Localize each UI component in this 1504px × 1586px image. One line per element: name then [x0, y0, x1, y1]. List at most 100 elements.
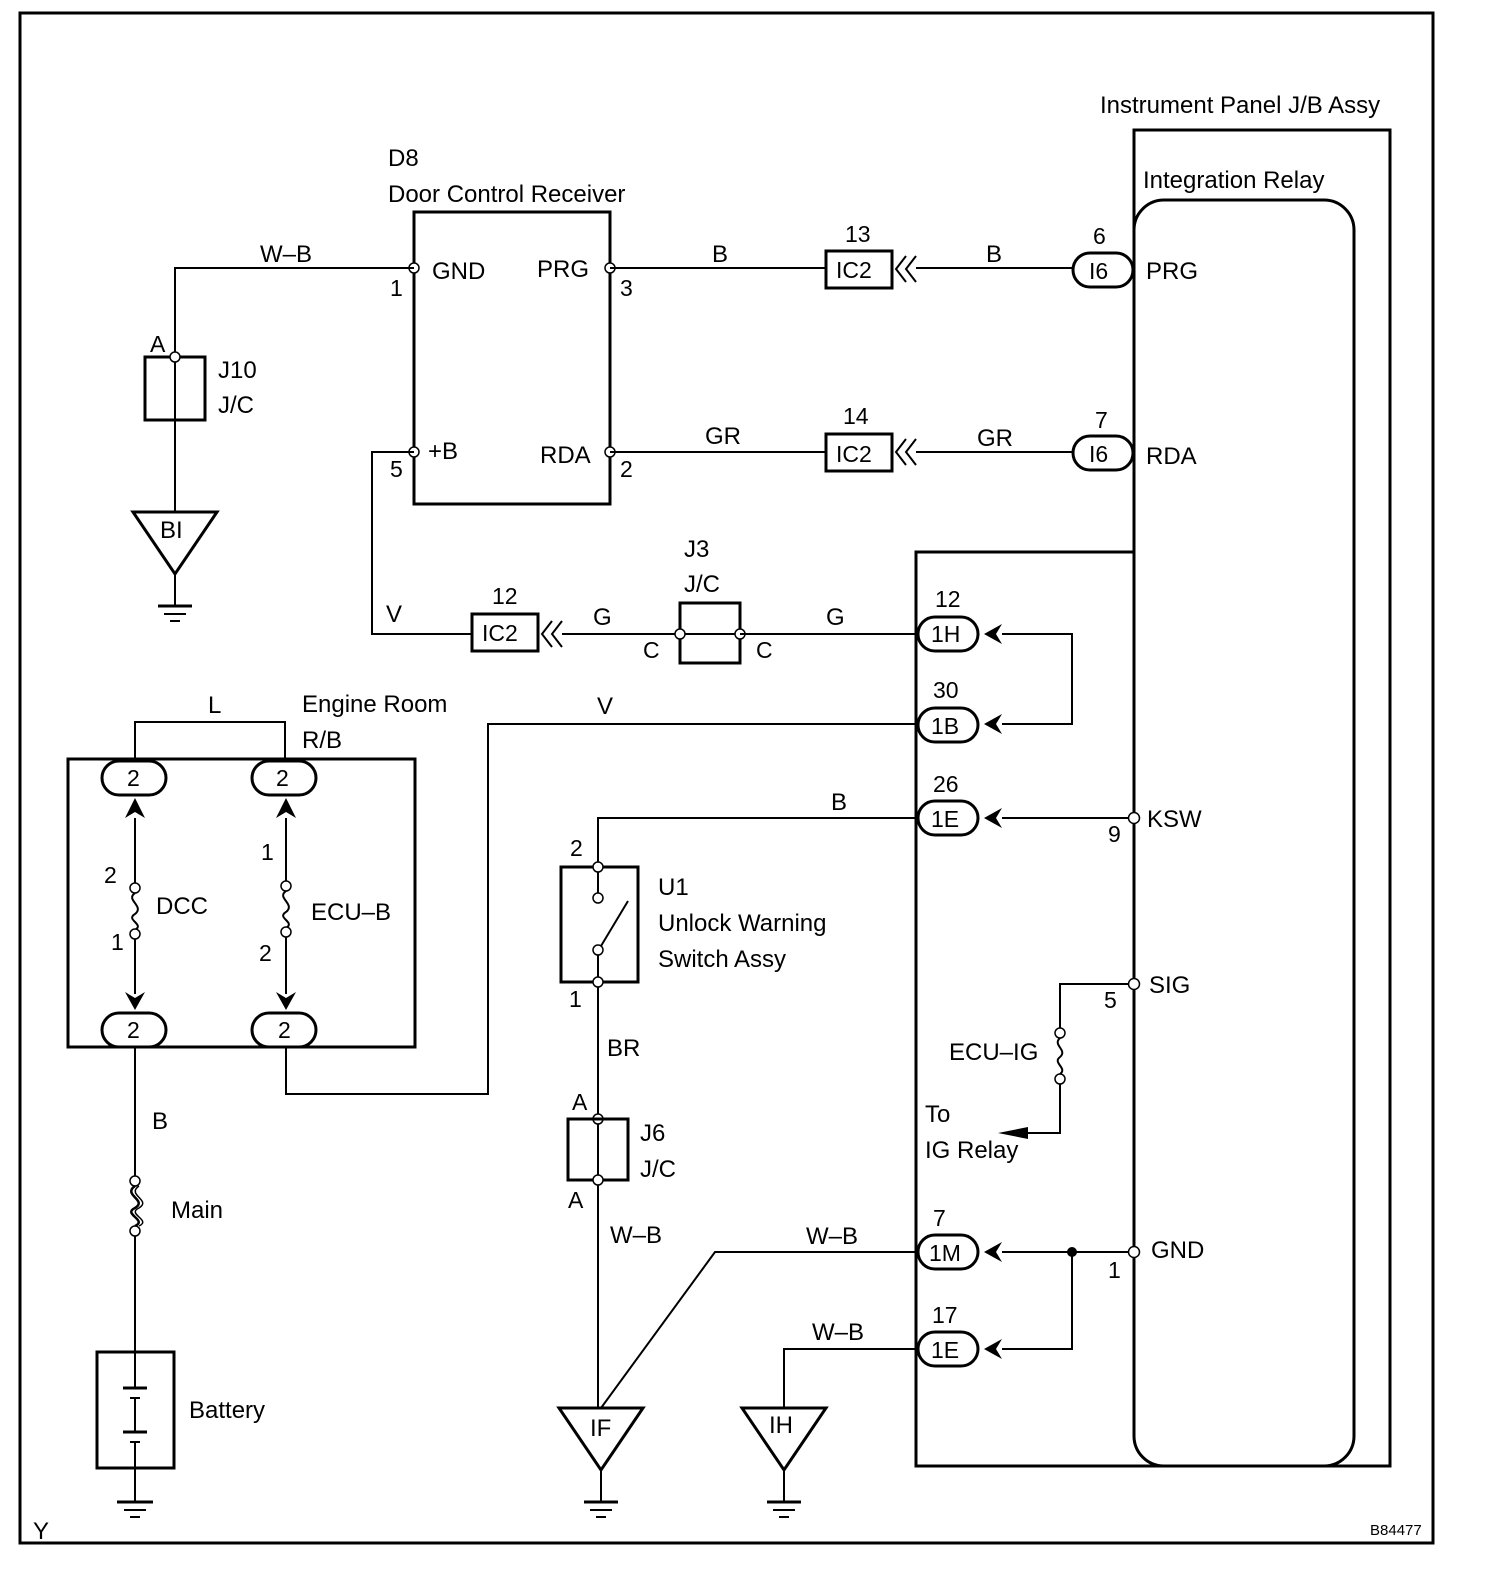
rb-line1: Engine Room [302, 691, 447, 718]
ground-bi: BI [130, 510, 220, 622]
j6-pin-top: A [572, 1089, 588, 1115]
j3-type: J/C [684, 571, 720, 598]
j6-type: J/C [640, 1156, 676, 1183]
j10-type: J/C [218, 392, 254, 419]
rb-tl: 2 [127, 765, 140, 791]
c1e: 1E [931, 806, 959, 832]
ksw-circuit: 26 1E B 2 1 U1 Unlock Warning Switch Ass… [559, 771, 1129, 1408]
fuse-main: Main [171, 1197, 223, 1224]
dcc-pin-bot: 1 [111, 929, 124, 955]
dcc-pin-top: 2 [104, 862, 117, 888]
d8-name: Door Control Receiver [388, 181, 625, 208]
fuse-dcc: DCC [156, 893, 208, 920]
rb-tr: 2 [276, 765, 289, 791]
wire-rb-to-1b [285, 723, 918, 1095]
wire-prg-left: B [712, 241, 728, 268]
wire-g-left: G [593, 604, 612, 631]
c1b: 1B [931, 713, 959, 739]
ic2-b-num: 14 [843, 403, 869, 429]
jb-connector-1h: 12 1H [916, 586, 1073, 725]
plus-b-circuit: V 12 IC2 G J3 J/C C C G [371, 451, 918, 665]
ir-prg-terminal: PRG [1146, 258, 1198, 285]
j3-pin-left: C [643, 637, 660, 663]
d8-prg-pin: 3 [620, 275, 633, 301]
c1e-num: 26 [933, 771, 959, 797]
battery-label: Battery [189, 1397, 265, 1424]
ic2-a: IC2 [836, 257, 872, 283]
rb-br: 2 [278, 1017, 291, 1043]
c1m: 1M [929, 1240, 961, 1266]
ir-sig-pin: 5 [1104, 987, 1117, 1013]
ecub-pin-top: 1 [261, 839, 274, 865]
c1m-num: 7 [933, 1205, 946, 1231]
c1h: 1H [931, 621, 960, 647]
ground-ih-label: IH [769, 1412, 793, 1439]
to-line1: To [925, 1101, 950, 1128]
fuse-ecu-b: ECU–B [311, 899, 391, 926]
ground-if-label: IF [590, 1415, 611, 1442]
wire-gnd-1e: W–B [812, 1319, 864, 1346]
figure-code: B84477 [1370, 1522, 1422, 1539]
gnd-circuit: 7 1M W–B 17 1E W–B [600, 1205, 1129, 1409]
ground-if: IF [556, 1406, 646, 1518]
u1-id: U1 [658, 874, 689, 901]
ic2-c: IC2 [482, 620, 518, 646]
prg-circuit: B 13 IC2 B 6 I6 [610, 221, 1135, 290]
wire-prg-right: B [986, 241, 1002, 268]
d8-gnd: GND [432, 258, 485, 285]
corner-mark: Y [33, 1518, 49, 1545]
j3-id: J3 [684, 536, 709, 563]
ic2-c-num: 12 [492, 583, 518, 609]
ic2-a-num: 13 [845, 221, 871, 247]
i6-b: I6 [1089, 441, 1108, 467]
d8-prg: PRG [537, 256, 589, 283]
wire-j6-out: W–B [610, 1222, 662, 1249]
ir-rda-terminal: RDA [1146, 443, 1197, 470]
instrument-panel-jb-assy: Instrument Panel J/B Assy Integration Re… [914, 92, 1392, 1468]
wire-g-right: G [826, 604, 845, 631]
ir-gnd-pin: 1 [1108, 1257, 1121, 1283]
c1e2: 1E [931, 1337, 959, 1363]
fuse-ecu-ig: ECU–IG [949, 1039, 1038, 1066]
battery-circuit: B Main Battery [95, 1047, 265, 1518]
ir-sig-terminal: SIG [1149, 972, 1190, 999]
i6-a: I6 [1089, 258, 1108, 284]
j6-id: J6 [640, 1120, 665, 1147]
i6-a-num: 6 [1093, 223, 1106, 249]
wire-d8-gnd: W–B [260, 241, 312, 268]
sig-circuit: ECU–IG To IG Relay [925, 983, 1129, 1164]
rda-circuit: GR 14 IC2 GR 7 I6 [610, 403, 1135, 473]
j10-junction-connector: W–B A J10 J/C [143, 241, 414, 512]
d8-b: +B [428, 438, 458, 465]
d8-gnd-pin: 1 [390, 275, 403, 301]
d8-rda: RDA [540, 442, 591, 469]
u1-pin-bot: 1 [569, 986, 582, 1012]
j3-pin-right: C [756, 637, 773, 663]
wire-rda-left: GR [705, 423, 741, 450]
d8-id: D8 [388, 145, 419, 172]
c1h-num: 12 [935, 586, 961, 612]
engine-room-rb: Engine Room R/B L 2 2 2 2 2 1 DCC 1 2 E [66, 691, 447, 1049]
wire-u1-out: BR [607, 1035, 640, 1062]
ground-bi-label: BI [160, 517, 183, 544]
wire-rda-right: GR [977, 425, 1013, 452]
ir-ksw-terminal: KSW [1147, 806, 1202, 833]
door-control-receiver: D8 Door Control Receiver GND PRG +B RDA … [388, 145, 633, 506]
u1-pin-top: 2 [570, 835, 583, 861]
wire-rb-out: V [597, 693, 613, 720]
integration-relay [1132, 198, 1356, 1468]
wire-rb-link: L [208, 692, 221, 719]
ecub-pin-bot: 2 [259, 940, 272, 966]
jb-connector-1b: 30 1B [916, 677, 1002, 744]
u1-line2: Switch Assy [658, 946, 786, 973]
jb-assy-label: Instrument Panel J/B Assy [1100, 92, 1380, 119]
i6-b-num: 7 [1095, 407, 1108, 433]
wire-v-left: V [386, 601, 402, 628]
ic2-b: IC2 [836, 441, 872, 467]
wire-gnd-1m: W–B [806, 1223, 858, 1250]
diagram-frame [18, 11, 1435, 1545]
j10-id: J10 [218, 357, 257, 384]
d8-b-pin: 5 [390, 456, 403, 482]
to-line2: IG Relay [925, 1137, 1018, 1164]
